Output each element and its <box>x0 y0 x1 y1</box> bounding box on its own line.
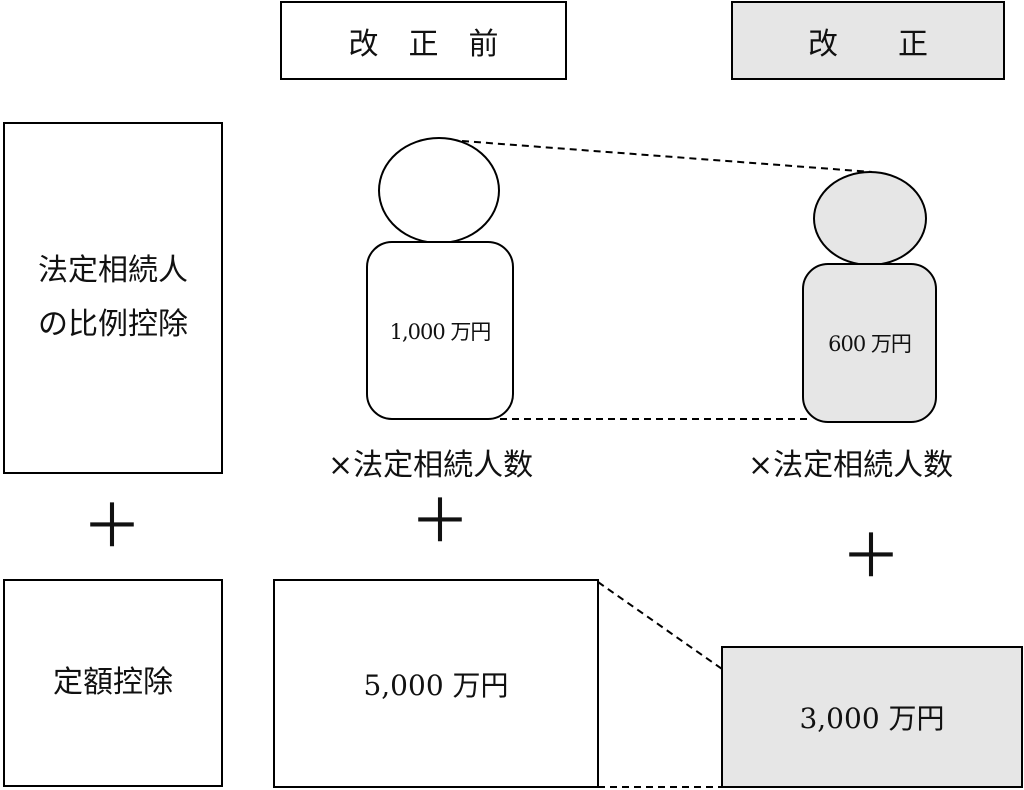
before-person-head <box>378 137 500 244</box>
fixed-top-connector-dashed <box>597 581 723 670</box>
header-after-label: 改 正 <box>808 26 928 62</box>
header-after: 改 正 <box>731 1 1005 80</box>
fixed-deduction-label-box: 定額控除 <box>3 579 223 787</box>
after-person-body: 600 万円 <box>802 263 937 423</box>
left-plus-sign: ＋ <box>82 492 142 562</box>
before-fixed-amount: 5,000 万円 <box>363 668 509 702</box>
proportional-label-line1: 法定相続人 <box>38 253 188 288</box>
after-plus-sign: ＋ <box>841 522 901 592</box>
after-per-heir-amount: 600 万円 <box>828 332 912 356</box>
before-fixed-amount-box: 5,000 万円 <box>273 579 599 788</box>
header-before: 改 正 前 <box>280 1 567 80</box>
head-connector-dashed <box>461 140 873 173</box>
after-fixed-amount-box: 3,000 万円 <box>721 646 1023 788</box>
after-multiplier-label: ×法定相続人数 <box>748 448 954 483</box>
header-before-label: 改 正 前 <box>348 26 499 62</box>
before-per-heir-amount: 1,000 万円 <box>389 319 492 344</box>
after-fixed-amount: 3,000 万円 <box>799 702 945 735</box>
proportional-deduction-label-box: 法定相続人 の比例控除 <box>3 122 223 474</box>
before-plus-sign: ＋ <box>410 487 470 557</box>
after-person-head <box>813 171 927 266</box>
before-person-body: 1,000 万円 <box>366 241 514 420</box>
fixed-deduction-label: 定額控除 <box>53 665 173 700</box>
proportional-label-line2: の比例控除 <box>38 307 188 342</box>
before-multiplier-label: ×法定相続人数 <box>328 448 534 483</box>
